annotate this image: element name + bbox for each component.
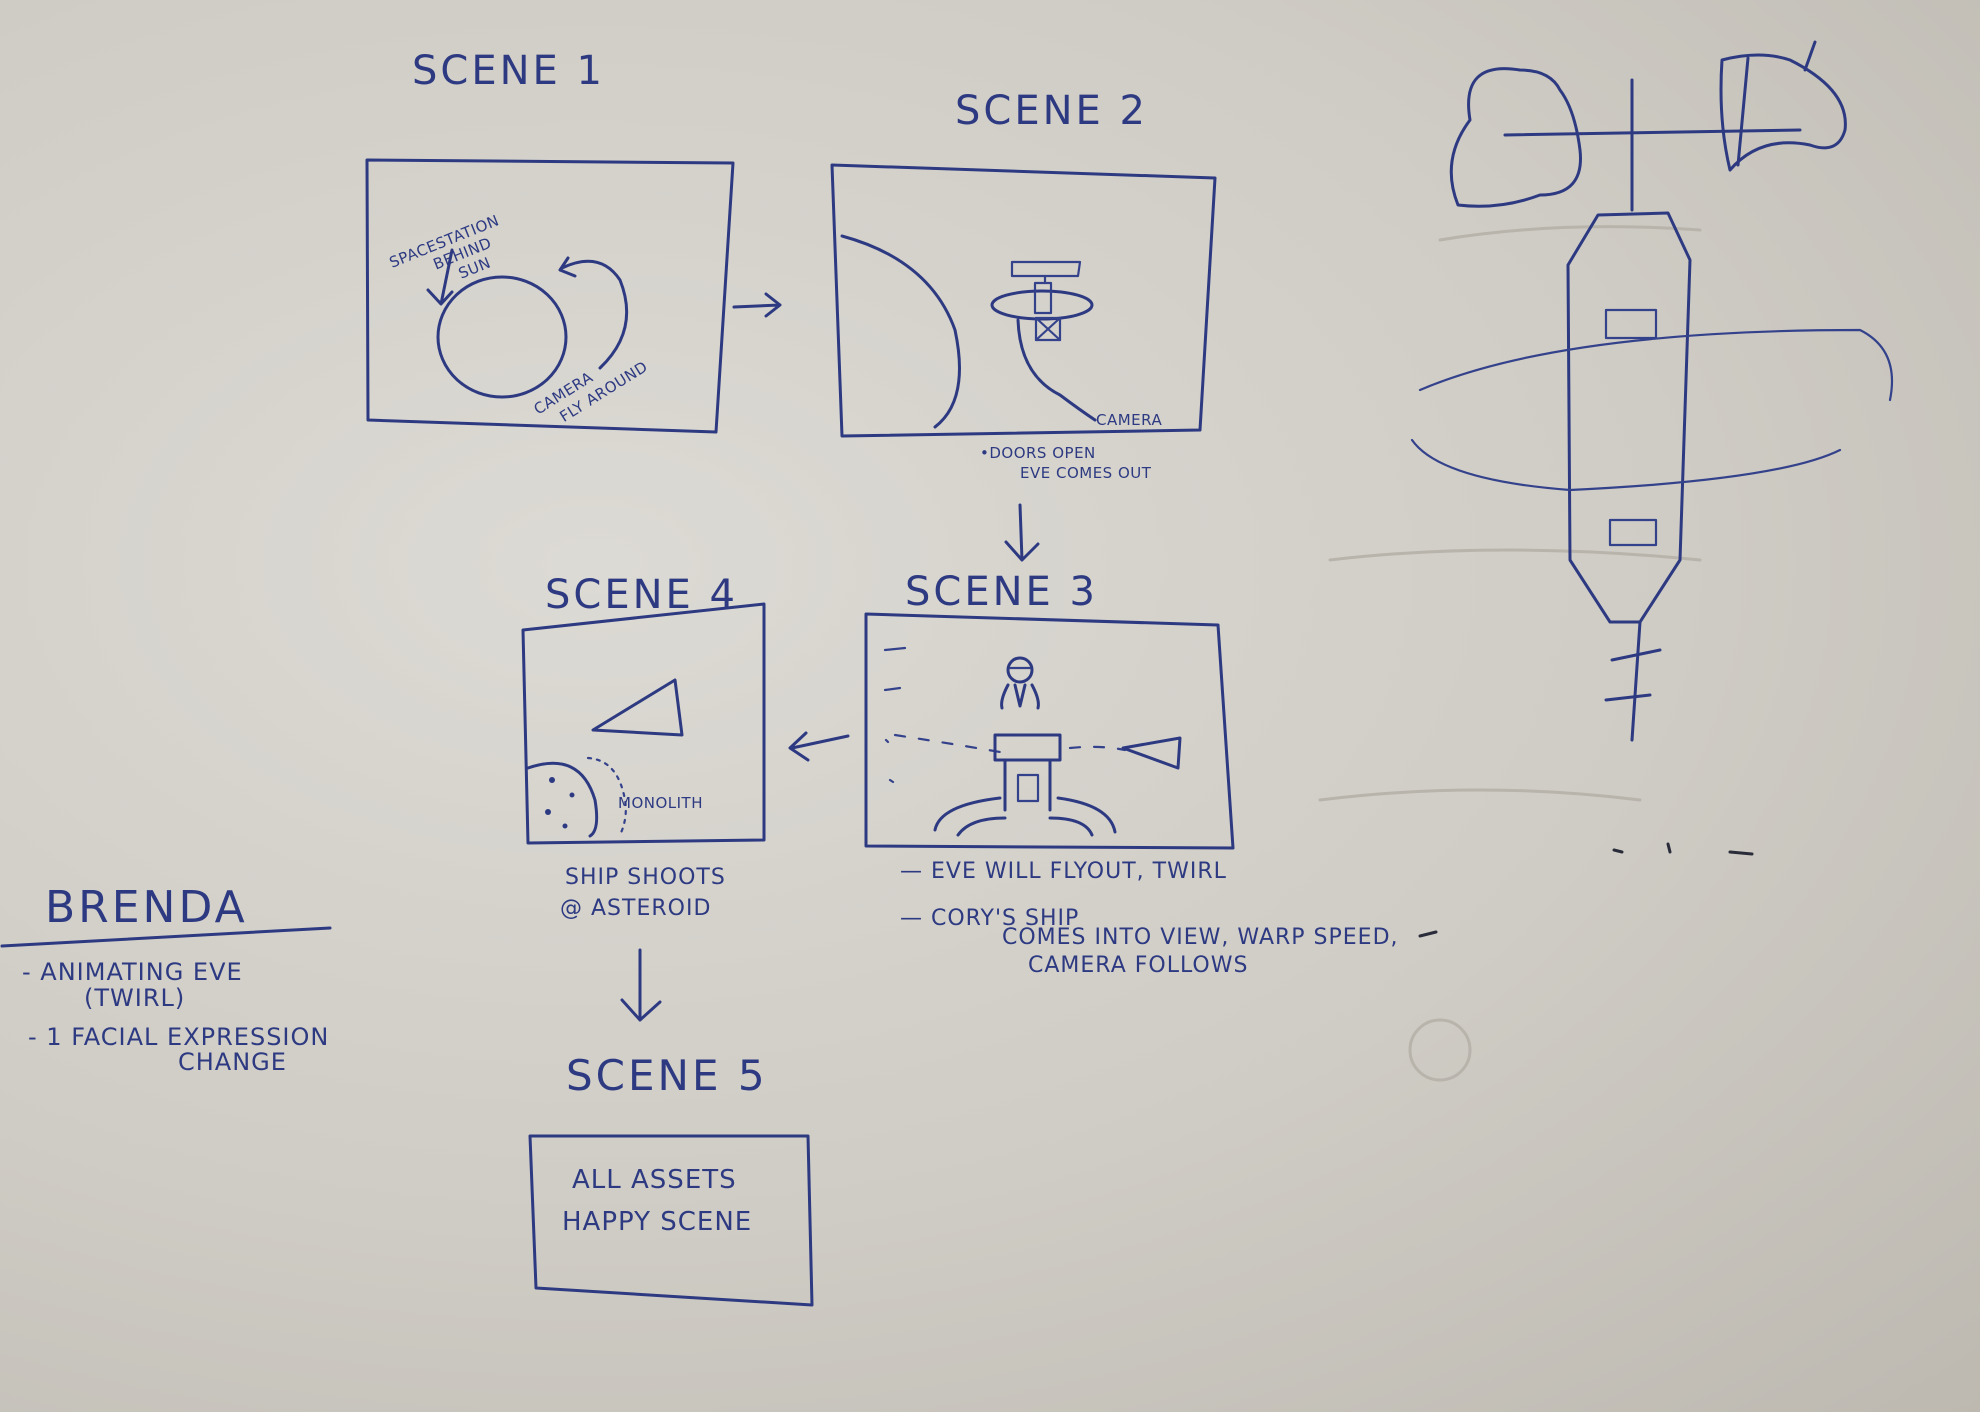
scene-3-frame: [864, 612, 1235, 850]
station-tower: [1034, 316, 1062, 342]
scene-4-note: SHIP SHOOTS @ ASTEROID: [560, 865, 734, 921]
station-top: [993, 733, 1062, 762]
camera-path: [1016, 318, 1097, 422]
hull-window-1: [1604, 308, 1658, 340]
scene-3: SCENE 3 — EVE WILL FLYOUT, TWIRL — CORY'…: [864, 569, 1407, 978]
scene-5-title: SCENE 5: [566, 1051, 768, 1100]
arrow-scene2-to-scene3: [1004, 503, 1040, 562]
scene-1-title: SCENE 1: [412, 48, 605, 94]
scene-4: SCENE 4 MONOLITH SHIP SHOOTS @ ASTEROID: [521, 572, 766, 921]
eve-body: [1000, 683, 1040, 710]
station-panel: [1010, 260, 1082, 278]
scene-1-frame: [365, 158, 735, 434]
brenda-name: BRENDA: [45, 882, 248, 933]
station-core: [1033, 281, 1053, 315]
scene-5-text: ALL ASSETS HAPPY SCENE: [562, 1165, 752, 1237]
stray-marks: [1418, 842, 1754, 938]
antenna: [1630, 620, 1642, 742]
arrow-scene4-to-scene5: [620, 948, 662, 1022]
right-wing: [1719, 53, 1847, 172]
wing-crossbar: [1503, 128, 1802, 137]
arrow-scene1-to-scene2: [732, 292, 782, 318]
station-base: [933, 796, 1117, 834]
sun-circle: [436, 275, 568, 399]
orbit-lower: [1410, 438, 1842, 492]
scene-2-note: •DOORS OPEN EVE COMES OUT: [980, 444, 1152, 482]
erased-marks: [1318, 225, 1702, 1082]
scene-2-frame: [830, 163, 1217, 438]
scene-3-title: SCENE 3: [905, 569, 1098, 615]
spacestation-label: SPACESTATION BEHIND SUN: [387, 209, 520, 305]
orbit-upper: [1418, 328, 1894, 402]
scene-4-frame: [521, 602, 766, 845]
scene-2-camera-label: CAMERA: [1096, 411, 1162, 429]
cory-ship: [1121, 736, 1182, 770]
brenda-items: - ANIMATING EVE (TWIRL) - 1 FACIAL EXPRE…: [22, 958, 338, 1076]
brenda-notes: BRENDA - ANIMATING EVE (TWIRL) - 1 FACIA…: [0, 882, 338, 1076]
scene-3-notes: — EVE WILL FLYOUT, TWIRL — CORY'S SHIP C…: [900, 859, 1407, 978]
scene-5: SCENE 5 ALL ASSETS HAPPY SCENE: [528, 1051, 814, 1307]
ship-path: [893, 733, 1127, 754]
camera-fly-label: CAMERA FLY AROUND: [531, 341, 651, 436]
station-ring: [990, 289, 1094, 321]
scene-1: SCENE 1 SPACESTATION BEHIND SUN CAMERA F…: [365, 48, 735, 436]
brenda-underline: [0, 926, 332, 948]
arrow-to-sun: [426, 248, 454, 306]
ship-hull: [1566, 211, 1692, 624]
scene-2: SCENE 2 CAMERA •DOORS OPEN EVE COMES OUT: [830, 88, 1217, 482]
monolith-label: MONOLITH: [618, 794, 703, 812]
hull-window-2: [1608, 518, 1658, 547]
scene-5-frame: [528, 1134, 814, 1307]
scene-2-title: SCENE 2: [955, 88, 1148, 134]
station-door: [1016, 773, 1040, 803]
planet-edge: [840, 234, 961, 429]
asteroid: [526, 761, 599, 838]
speed-lines: [883, 646, 907, 784]
eve-head: [1006, 656, 1034, 684]
ship-triangle: [591, 678, 684, 737]
left-wing: [1449, 67, 1582, 208]
camera-orbit-arrow: [560, 259, 629, 370]
ship-sketch: [1410, 40, 1894, 938]
arrow-scene3-to-scene4: [788, 731, 850, 762]
